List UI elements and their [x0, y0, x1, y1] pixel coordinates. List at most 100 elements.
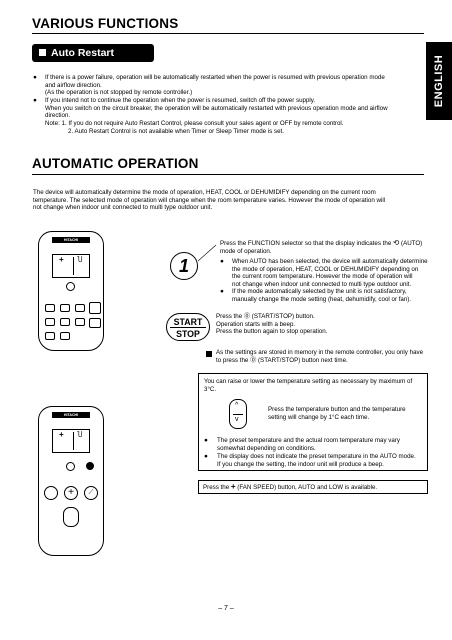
text-line: Press the button again to stop operation…: [216, 328, 328, 336]
remote-brand: HITACHI: [52, 237, 90, 243]
text-line: (As the operation is not stopped by remo…: [45, 89, 193, 97]
text-line: The preset temperature and the actual ro…: [217, 437, 400, 444]
bullet-icon: ●: [220, 258, 224, 265]
text-line: The device will automatically determine …: [33, 189, 376, 196]
text-span: (START/STOP) button.: [251, 313, 315, 320]
button-icon: [89, 318, 101, 328]
timer-icon: Ⴎ: [77, 257, 83, 264]
fan-speed-plus-icon: +: [64, 486, 78, 500]
swing-button-icon: ⟋: [84, 486, 98, 500]
text-span: Press the FUNCTION selector so that the …: [220, 240, 392, 247]
text-span: (START/STOP) button next time.: [258, 356, 348, 364]
various-functions-title: VARIOUS FUNCTIONS: [32, 16, 179, 31]
text-line: somewhat depending on conditions.: [217, 444, 316, 452]
down-arrow-icon: v: [235, 416, 239, 423]
start-stop-icon: ⓪: [250, 356, 257, 364]
text-line: and airflow direction.: [45, 81, 102, 89]
title-rule: [32, 174, 424, 175]
text-line: temperature. The selected mode of operat…: [33, 196, 386, 204]
temperature-intro: You can raise or lower the temperature s…: [204, 378, 424, 393]
remote-display: + Ⴎ: [52, 254, 90, 278]
button-icon: [60, 318, 70, 326]
text-line: 2. Auto Restart Control is not available…: [68, 127, 284, 135]
timer-icon: Ⴎ: [77, 432, 83, 439]
text-span: to press the: [216, 356, 249, 364]
temperature-rocker-icon: ^ v: [229, 399, 247, 429]
auto-mode-icon: ⟲: [393, 238, 400, 247]
bullet-icon: ●: [33, 97, 37, 104]
up-arrow-icon: ^: [235, 402, 239, 409]
text-line: As the settings are stored in memory in …: [216, 349, 424, 356]
auto-restart-bullet-1: If there is a power failure, operation w…: [45, 74, 425, 97]
button-icon: [60, 304, 70, 312]
text-line: not change when indoor unit connected to…: [232, 280, 412, 288]
temperature-bullet-1: The preset temperature and the actual ro…: [217, 437, 427, 452]
auto-restart-note: Note: 1. If you do not require Auto Rest…: [45, 120, 425, 135]
text-line: 3°C.: [204, 385, 217, 393]
auto-restart-bullet-2: If you intend not to continue the operat…: [45, 97, 425, 120]
text-line: not change when indoor unit connected to…: [33, 204, 213, 212]
mode-button-icon: [45, 304, 55, 312]
text-line: the current room temperature. However th…: [232, 273, 413, 281]
text-line: When AUTO has been selected, the device …: [232, 258, 428, 265]
text-line: When you switch on the circuit breaker, …: [45, 104, 388, 112]
memory-note: As the settings are stored in memory in …: [216, 349, 430, 364]
plus-icon: +: [59, 255, 64, 264]
step-1-instruction: Press the FUNCTION selector so that the …: [220, 239, 430, 255]
mode-button-icon: [44, 486, 58, 500]
step-pointer-line: [198, 244, 217, 262]
start-stop-icon: ⓪: [243, 313, 251, 320]
temperature-info-box: [198, 373, 428, 471]
start-stop-instruction: Press the ⓪ (START/STOP) button. Operati…: [216, 313, 426, 336]
power-button-icon: [66, 282, 75, 291]
temperature-button-instruction: Press the temperature button and the tem…: [268, 406, 428, 421]
bullet-icon: ●: [33, 74, 37, 81]
text-line: If the mode automatically selected by th…: [232, 288, 407, 295]
button-icon: [45, 318, 55, 326]
text-line: Note: 1. If you do not require Auto Rest…: [45, 120, 344, 127]
language-tab: ENGLISH: [426, 42, 452, 120]
text-line: mode of operation.: [220, 247, 272, 255]
plus-icon: +: [59, 430, 64, 439]
text-line: setting will change by 1°C each time.: [268, 413, 370, 421]
text-line: Press the temperature button and the tem…: [268, 406, 406, 413]
button-dot-icon: [86, 462, 94, 470]
remote-display: + Ⴎ: [52, 429, 90, 453]
rocker-divider: [233, 414, 243, 415]
function-button-icon: [89, 302, 101, 314]
button-icon: [75, 318, 85, 326]
text-line: If you change the setting, the indoor un…: [217, 460, 384, 468]
step-1-circle: 1: [170, 252, 198, 280]
button-icon: [60, 332, 70, 340]
start-stop-badge: START STOP: [166, 313, 210, 341]
auto-restart-heading: Auto Restart Control: [32, 44, 154, 77]
button-icon: [75, 304, 85, 312]
text-span: Press the: [216, 313, 243, 320]
text-line: Operation starts with a beep.: [216, 320, 296, 328]
remote-brand: HITACHI: [52, 412, 90, 418]
remote-controller-illustration: HITACHI + Ⴎ: [38, 231, 104, 351]
bullet-icon: ●: [204, 453, 208, 460]
text-span: Press the: [203, 484, 230, 491]
step-1-bullet-2: If the mode automatically selected by th…: [232, 288, 432, 303]
power-button-icon: [66, 462, 75, 471]
temperature-bullet-2: The display does not indicate the preset…: [217, 453, 427, 468]
page-number: – 7 –: [218, 605, 234, 612]
temperature-button-icon: [63, 507, 79, 527]
text-line: The display does not indicate the preset…: [217, 453, 416, 460]
fan-speed-info-box: [198, 480, 428, 494]
automatic-operation-intro: The device will automatically determine …: [33, 189, 425, 212]
bullet-icon: ●: [220, 288, 224, 295]
text-line: direction.: [45, 112, 71, 120]
remote-controller-illustration: HITACHI + Ⴎ + ⟋: [38, 406, 104, 556]
start-label: START: [173, 317, 203, 327]
language-tab-label: ENGLISH: [433, 54, 445, 108]
display-divider: [73, 432, 74, 450]
automatic-operation-title: AUTOMATIC OPERATION: [32, 156, 199, 171]
auto-restart-label: Auto Restart Control: [39, 47, 115, 77]
fan-speed-text: Press the + (FAN SPEED) button, AUTO and…: [203, 483, 425, 492]
text-line: If there is a power failure, operation w…: [45, 74, 385, 81]
fan-speed-plus-icon: +: [230, 482, 236, 491]
stop-label: STOP: [176, 329, 200, 339]
display-divider: [73, 257, 74, 275]
